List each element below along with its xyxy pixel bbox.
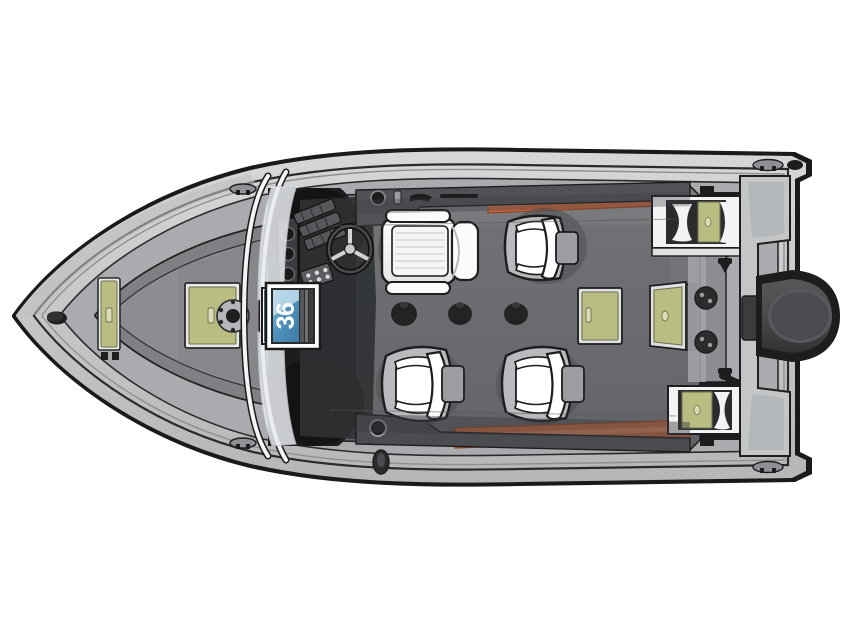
port-side-wall-shade	[356, 414, 690, 440]
model-number-badge: 36	[272, 303, 300, 330]
port-cockpit-seat	[376, 345, 465, 425]
outboard-motor	[741, 270, 840, 362]
port-side-storage	[577, 287, 623, 345]
helm-seat	[378, 209, 480, 295]
forward-passenger-seat	[503, 208, 587, 284]
deck-seam-lines	[329, 218, 677, 417]
transom-hardware	[718, 258, 732, 380]
seat-pedestal-sockets	[391, 302, 528, 326]
starboard-side-storage	[649, 280, 697, 352]
gunwale-fitting-port	[372, 449, 390, 475]
cleat-bow-port	[229, 437, 257, 449]
dash-top-ledge	[355, 181, 691, 227]
transom-drain-fittings	[694, 286, 718, 354]
port-aft-jump-seat	[667, 385, 741, 435]
bow-eye	[47, 311, 67, 325]
windshield-walkthrough-door[interactable]: 36	[261, 281, 322, 351]
transom	[739, 175, 791, 457]
cleat-stern-port	[752, 460, 784, 474]
starboard-side-wall-shade	[356, 192, 690, 214]
starboard-cockpit-seat	[496, 345, 585, 425]
cleat-bow-starboard	[229, 183, 257, 195]
stern-light-socket	[787, 160, 803, 170]
gunwale-cleats	[229, 158, 784, 474]
bow-side-storage-hatch	[97, 277, 121, 360]
cleat-stern-starboard	[752, 158, 784, 172]
